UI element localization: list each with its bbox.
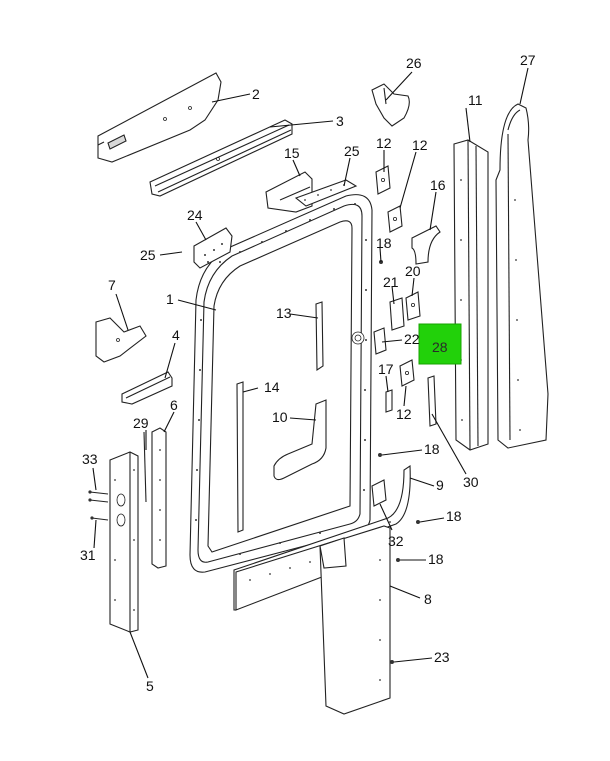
part-11-right-pillar xyxy=(453,139,489,451)
part-26-hinge xyxy=(371,83,410,127)
callout-29[interactable]: 29 xyxy=(133,415,149,431)
callout-3[interactable]: 3 xyxy=(336,113,344,129)
callout-28-highlight[interactable] xyxy=(418,323,462,365)
callout-12-second[interactable]: 12 xyxy=(412,137,428,153)
callout-labels: 2 3 15 25 24 25 1 7 4 6 13 14 10 29 33 3… xyxy=(80,52,536,694)
callout-11[interactable]: 11 xyxy=(468,92,483,108)
callout-17[interactable]: 17 xyxy=(378,361,394,377)
callout-24[interactable]: 24 xyxy=(187,207,203,223)
part-2-upper-panel xyxy=(97,72,222,163)
callout-12-low[interactable]: 12 xyxy=(396,406,412,422)
callout-5[interactable]: 5 xyxy=(146,678,154,694)
part-3-channel xyxy=(149,119,293,197)
screw-23 xyxy=(390,660,394,664)
callout-4[interactable]: 4 xyxy=(172,327,180,343)
part-4-bracket xyxy=(121,371,173,405)
part-1-door-frame xyxy=(189,194,373,573)
part-32-bracket xyxy=(371,479,387,507)
callout-27[interactable]: 27 xyxy=(520,52,536,68)
part-13-strip xyxy=(315,301,324,372)
callout-13[interactable]: 13 xyxy=(276,305,292,321)
callout-12-top[interactable]: 12 xyxy=(376,135,392,151)
part-22-striker xyxy=(373,327,387,355)
callout-25-top[interactable]: 25 xyxy=(344,143,360,159)
callout-9[interactable]: 9 xyxy=(436,477,444,493)
callout-31[interactable]: 31 xyxy=(80,547,96,563)
callout-14[interactable]: 14 xyxy=(264,379,280,395)
callout-26[interactable]: 26 xyxy=(406,55,422,71)
leader-lines xyxy=(92,67,529,679)
part-14-strip xyxy=(236,381,244,533)
callout-18-bottom[interactable]: 18 xyxy=(428,551,444,567)
callout-30[interactable]: 30 xyxy=(463,474,479,490)
part-24-corner-bracket xyxy=(193,227,233,269)
part-5-left-pillar xyxy=(109,451,139,633)
part-29-pin xyxy=(143,431,147,503)
part-12-clip-top xyxy=(375,165,391,195)
part-16-bracket xyxy=(411,225,441,265)
part-6-strip xyxy=(151,427,167,569)
callout-16[interactable]: 16 xyxy=(430,177,446,193)
callout-18-low[interactable]: 18 xyxy=(446,508,462,524)
callout-2[interactable]: 2 xyxy=(252,86,260,102)
callout-15[interactable]: 15 xyxy=(284,145,300,161)
part-20-21-brackets xyxy=(389,291,421,331)
callout-25-left[interactable]: 25 xyxy=(140,247,156,263)
screw-18-mid xyxy=(378,453,382,457)
part-27-outer-skin xyxy=(495,103,549,449)
part-17-latch xyxy=(385,389,393,413)
callout-22[interactable]: 22 xyxy=(404,331,420,347)
part-12-clip-mid xyxy=(387,205,403,233)
top-rail xyxy=(294,179,358,207)
part-7-bracket xyxy=(95,317,147,363)
callout-8[interactable]: 8 xyxy=(424,591,432,607)
callout-18-mid[interactable]: 18 xyxy=(424,441,440,457)
callout-6[interactable]: 6 xyxy=(170,397,178,413)
callout-18-top[interactable]: 18 xyxy=(376,235,392,251)
callout-10[interactable]: 10 xyxy=(272,409,288,425)
callout-28[interactable]: 28 xyxy=(432,339,448,355)
part-30-strip xyxy=(427,375,437,427)
callout-32[interactable]: 32 xyxy=(388,533,404,549)
part-12-clip-low xyxy=(399,359,415,387)
callout-1[interactable]: 1 xyxy=(166,291,174,307)
screws-31-33 xyxy=(88,490,109,521)
callout-33[interactable]: 33 xyxy=(82,451,98,467)
callout-7[interactable]: 7 xyxy=(108,277,116,293)
part-15-plate xyxy=(265,171,313,213)
screw-18-low xyxy=(416,520,420,524)
part-10-channel xyxy=(273,399,327,481)
part-8-lower-panel xyxy=(319,525,391,715)
screw-18-bottom xyxy=(396,558,400,562)
callout-21[interactable]: 21 xyxy=(383,274,399,290)
callout-20[interactable]: 20 xyxy=(405,263,421,279)
callout-23[interactable]: 23 xyxy=(434,649,450,665)
